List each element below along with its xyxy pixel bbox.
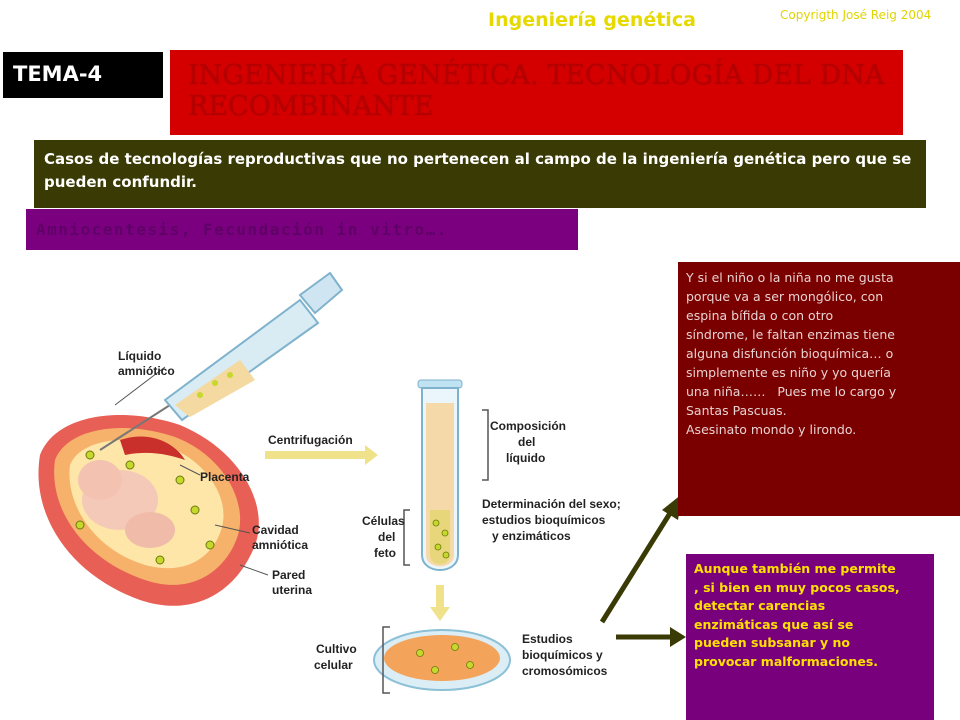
amniocentesis-diagram: Líquido amniótico Centrifugación Placent… [38, 271, 621, 694]
note-purple-line: , si bien en muy pocos casos, [694, 579, 900, 595]
copyright-text: Copyrigth José Reig 2004 [780, 8, 932, 22]
label-cultivo-1: Cultivo [316, 642, 357, 656]
note-purple-line: enzimáticas que así se [694, 616, 854, 632]
connector-arrows [599, 494, 686, 647]
label-composicion-1: Composición [490, 419, 566, 433]
label-estudios-3: cromosómicos [522, 664, 608, 678]
label-celulas-3: feto [374, 546, 396, 560]
label-liquido-2: amniótico [118, 364, 175, 378]
note-red-line: una niña…… Pues me lo cargo y [686, 384, 897, 399]
note-red-line: alguna disfunción bioquímica… o [686, 346, 894, 361]
section-tag: Amniocentesis, Fecundación in vitro…. [26, 209, 578, 250]
label-composicion-2: del [518, 435, 535, 449]
note-purple-line: detectar carencias [694, 598, 826, 613]
note-purple-line: pueden subsanar y no [694, 635, 850, 650]
label-placenta: Placenta [200, 470, 250, 484]
note-red-line: Asesinato mondo y lirondo. [686, 422, 857, 437]
label-determinacion-2: estudios bioquímicos [482, 513, 606, 527]
note-red-line: Y si el niño o la niña no me gusta [686, 270, 894, 285]
label-cavidad-1: Cavidad [252, 523, 299, 537]
label-determinacion-1: Determinación del sexo; [482, 497, 621, 511]
note-red-line: porque va a ser mongólico, con [686, 289, 884, 304]
centrifuge-arrow [265, 445, 378, 465]
label-cavidad-2: amniótica [252, 538, 308, 552]
uterus-illustration [38, 415, 259, 606]
label-liquido-1: Líquido [118, 349, 161, 363]
arrow-to-red-note [599, 508, 675, 624]
note-purple-line: Aunque también me permite [694, 561, 896, 576]
label-pared-2: uterina [272, 583, 312, 597]
note-purple: Aunque también me permite , si bien en m… [686, 554, 934, 720]
label-estudios-1: Estudios [522, 632, 573, 646]
tema-badge: TEMA-4 [3, 52, 163, 98]
test-tube-illustration [417, 379, 463, 571]
label-determinacion-3: y enzimáticos [492, 529, 571, 543]
subtitle-box: Casos de tecnologías reproductivas que n… [34, 140, 926, 208]
label-pared-1: Pared [272, 568, 305, 582]
arrow-head-right [670, 627, 686, 647]
note-red-line: síndrome, le faltan enzimas tiene [686, 327, 895, 342]
label-celulas-2: del [378, 530, 395, 544]
petri-dish-illustration [373, 629, 511, 691]
note-red-line: Santas Pascuas. [686, 403, 787, 418]
label-celulas-1: Células [362, 514, 405, 528]
down-arrow [430, 585, 450, 621]
main-title: INGENIERÍA GENÉTICA. TECNOLOGÍA DEL DNA … [170, 50, 903, 135]
label-centrifugacion: Centrifugación [268, 433, 353, 447]
label-estudios-2: bioquímicos y [522, 648, 603, 662]
label-composicion-3: líquido [506, 451, 545, 465]
note-red-line: simplemente es niño y yo quería [686, 365, 891, 380]
syringe-illustration [99, 271, 344, 451]
label-cultivo-2: celular [314, 658, 353, 672]
arrow-head-up [662, 494, 682, 520]
note-red-line: espina bífida o con otro [686, 308, 834, 323]
note-red: Y si el niño o la niña no me gusta porqu… [678, 262, 960, 516]
note-purple-line: provocar malformaciones. [694, 653, 879, 669]
header-title: Ingeniería genética [488, 9, 696, 31]
